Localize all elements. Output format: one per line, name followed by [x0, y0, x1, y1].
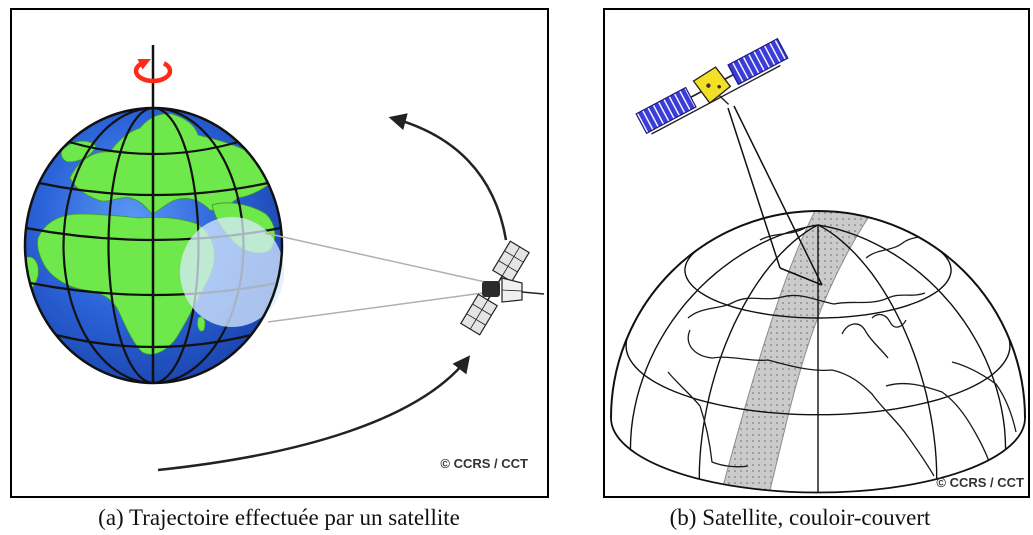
- solar-panel: [727, 37, 789, 86]
- dome-meridian: [817, 224, 1007, 450]
- dome-graticule: [625, 224, 1011, 493]
- dome-clipped-content: [625, 211, 1017, 493]
- dome-outline: [610, 210, 1026, 419]
- body-detail: [717, 84, 721, 89]
- coastline: [871, 313, 907, 328]
- caption-b: (b) Satellite, couloir-couvert: [669, 505, 931, 530]
- rotation-arrow-icon: [133, 59, 173, 84]
- sensor-ray-right: [733, 105, 823, 286]
- rotation-arrowhead: [137, 59, 151, 70]
- dome-meridian: [698, 224, 819, 480]
- satellite-dish: [501, 277, 523, 303]
- lower-boom: [651, 64, 781, 135]
- copyright-credit-a: © CCRS / CCT: [440, 456, 528, 471]
- coastline: [687, 329, 935, 477]
- earth-globe: [23, 106, 284, 385]
- coastline: [759, 227, 806, 241]
- panel-grid-line: [501, 246, 521, 277]
- panel-a: © CCRS / CCT: [10, 8, 549, 498]
- panel-b: © CCRS / CCT: [603, 8, 1030, 498]
- rotation-arc: [133, 61, 173, 84]
- across-track-line: [779, 267, 823, 286]
- coastline: [841, 323, 889, 359]
- orbit-arrow-upper: [388, 113, 508, 241]
- body-detail: [706, 83, 711, 88]
- solar-panel: [635, 86, 697, 135]
- sensor-lines: [727, 105, 823, 286]
- satellite-a: [460, 240, 545, 336]
- copyright-credit-b: © CCRS / CCT: [936, 475, 1024, 490]
- sensor-footprint: [180, 217, 284, 327]
- satellite-b: [635, 37, 789, 135]
- coastline: [951, 361, 1017, 433]
- coastline: [687, 292, 926, 319]
- coastline: [667, 371, 749, 468]
- satellite-body: [692, 66, 732, 104]
- africa: [37, 213, 215, 355]
- earth-dome: [610, 210, 1026, 494]
- antenna: [521, 291, 545, 295]
- coastline: [885, 382, 995, 477]
- panel-grid-line: [469, 299, 489, 330]
- madagascar: [197, 316, 206, 332]
- satellite-body: [482, 281, 500, 297]
- dome-base-edge: [610, 417, 1026, 494]
- view-ray-lower: [267, 291, 491, 323]
- dish-rib: [501, 289, 523, 292]
- orbit-arrow-lower: [157, 355, 471, 472]
- dome-meridian: [629, 224, 819, 450]
- view-ray-upper: [264, 232, 491, 284]
- caption-a: (a) Trajectoire effectuée par un satelli…: [98, 505, 460, 530]
- europe: [69, 113, 273, 215]
- sensor-ray-left: [727, 107, 781, 269]
